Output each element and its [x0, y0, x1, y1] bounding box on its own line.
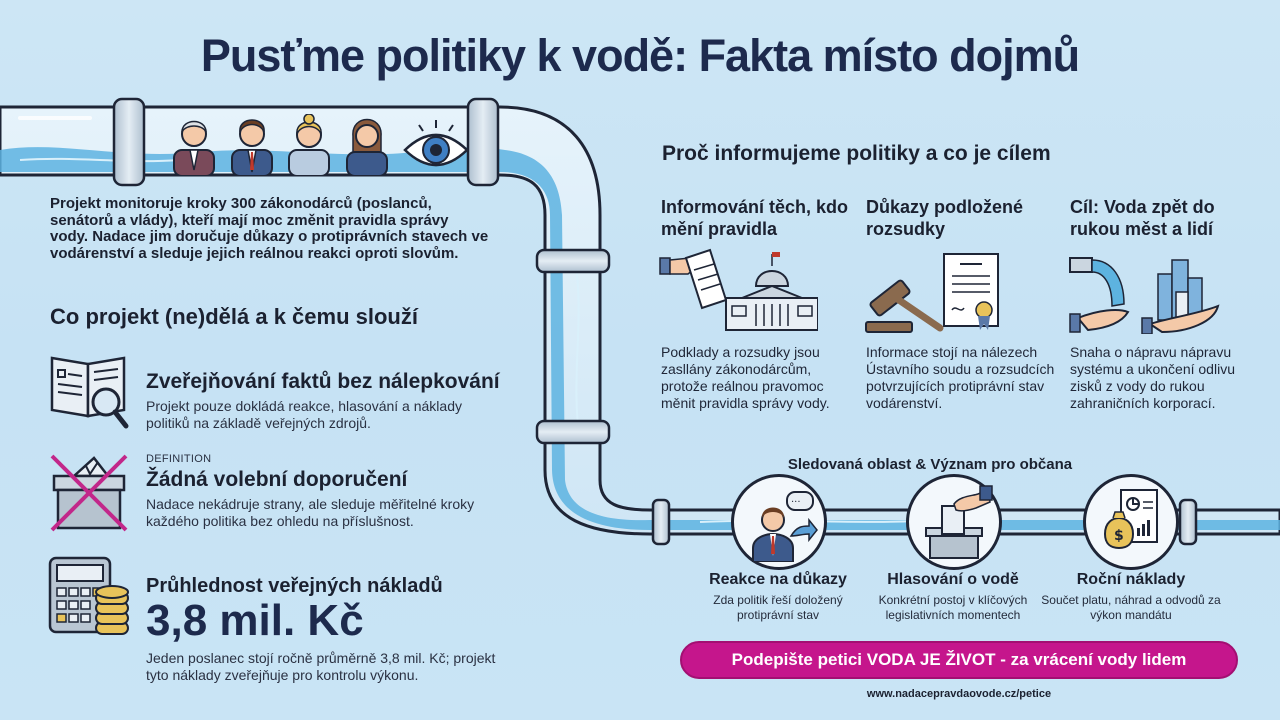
pipe-figures [170, 112, 470, 176]
step-title: Hlasování o vodě [887, 571, 1019, 588]
tracking-heading: Sledovaná oblast & Význam pro občana [787, 456, 1073, 473]
brunette-woman-icon [345, 118, 388, 176]
svg-text:···: ··· [791, 497, 801, 508]
step-title: Reakce na důkazy [709, 571, 847, 588]
feature-tag: DEFINITION [146, 453, 212, 465]
petition-cta-button[interactable]: Podepište petici VODA JE ŽIVOT - za vrác… [680, 641, 1238, 679]
feature-description: Nadace nekádruje strany, ale sleduje měř… [146, 496, 475, 529]
crossed-ballot-box-icon [50, 454, 128, 532]
feature-title: Žádná volební doporučení [146, 468, 408, 491]
book-magnifier-icon [50, 356, 129, 429]
svg-text:$: $ [1114, 528, 1124, 544]
column-description: Snaha o nápravu nápravu systému a ukonče… [1070, 344, 1235, 411]
intro-paragraph: Projekt monitoruje kroky 300 zákonodárců… [50, 195, 489, 262]
older-man-icon [173, 120, 215, 176]
feature-description: Projekt pouze dokládá reakce, hlasování … [146, 398, 462, 431]
column-description: Informace stojí na nálezech Ústavního so… [866, 344, 1055, 411]
blonde-woman-icon [288, 114, 331, 176]
politician-speech-icon: ··· [731, 474, 827, 570]
page-title: Pusťme politiky k vodě: Fakta místo dojm… [200, 30, 1080, 81]
step-description: Konkrétní postoj v klíčových legislativn… [878, 593, 1028, 622]
feature-title: Průhlednost veřejných nákladů [146, 575, 443, 597]
column-title: Cíl: Voda zpět do rukou měst a lidí [1070, 197, 1215, 239]
gavel-certificate-icon [865, 253, 999, 333]
hand-document-parliament-icon [659, 248, 818, 331]
column-title: Důkazy podložené rozsudky [866, 197, 1024, 239]
column-title: Informování těch, kdo mění pravidla [661, 197, 849, 239]
calculator-coins-icon [48, 556, 129, 635]
money-report-icon: $ [1083, 474, 1179, 570]
left-section-heading: Co projekt (ne)dělá a k čemu slouží [50, 304, 418, 329]
water-hands-city-icon [1069, 257, 1220, 334]
feature-description: Jeden poslanec stojí ročně průměrně 3,8 … [146, 650, 496, 683]
column-description: Podklady a rozsudky jsou zasllány zákono… [661, 344, 830, 411]
feature-title: Zveřejňování faktů bez nálepkování [146, 370, 500, 393]
right-section-heading: Proč informujeme politiky a co je cílem [662, 142, 1051, 165]
cost-value: 3,8 mil. Kč [146, 596, 364, 645]
petition-url-link[interactable]: www.nadacepravdaovode.cz/petice [866, 688, 1052, 700]
step-title: Roční náklady [1076, 571, 1186, 588]
ballot-vote-icon [906, 474, 1002, 570]
step-description: Zda politik řeší doložený protiprávní st… [713, 593, 843, 622]
eye-icon [402, 120, 469, 167]
step-description: Součet platu, náhrad a odvodů za výkon m… [1041, 593, 1221, 622]
man-red-tie-icon [230, 119, 273, 176]
